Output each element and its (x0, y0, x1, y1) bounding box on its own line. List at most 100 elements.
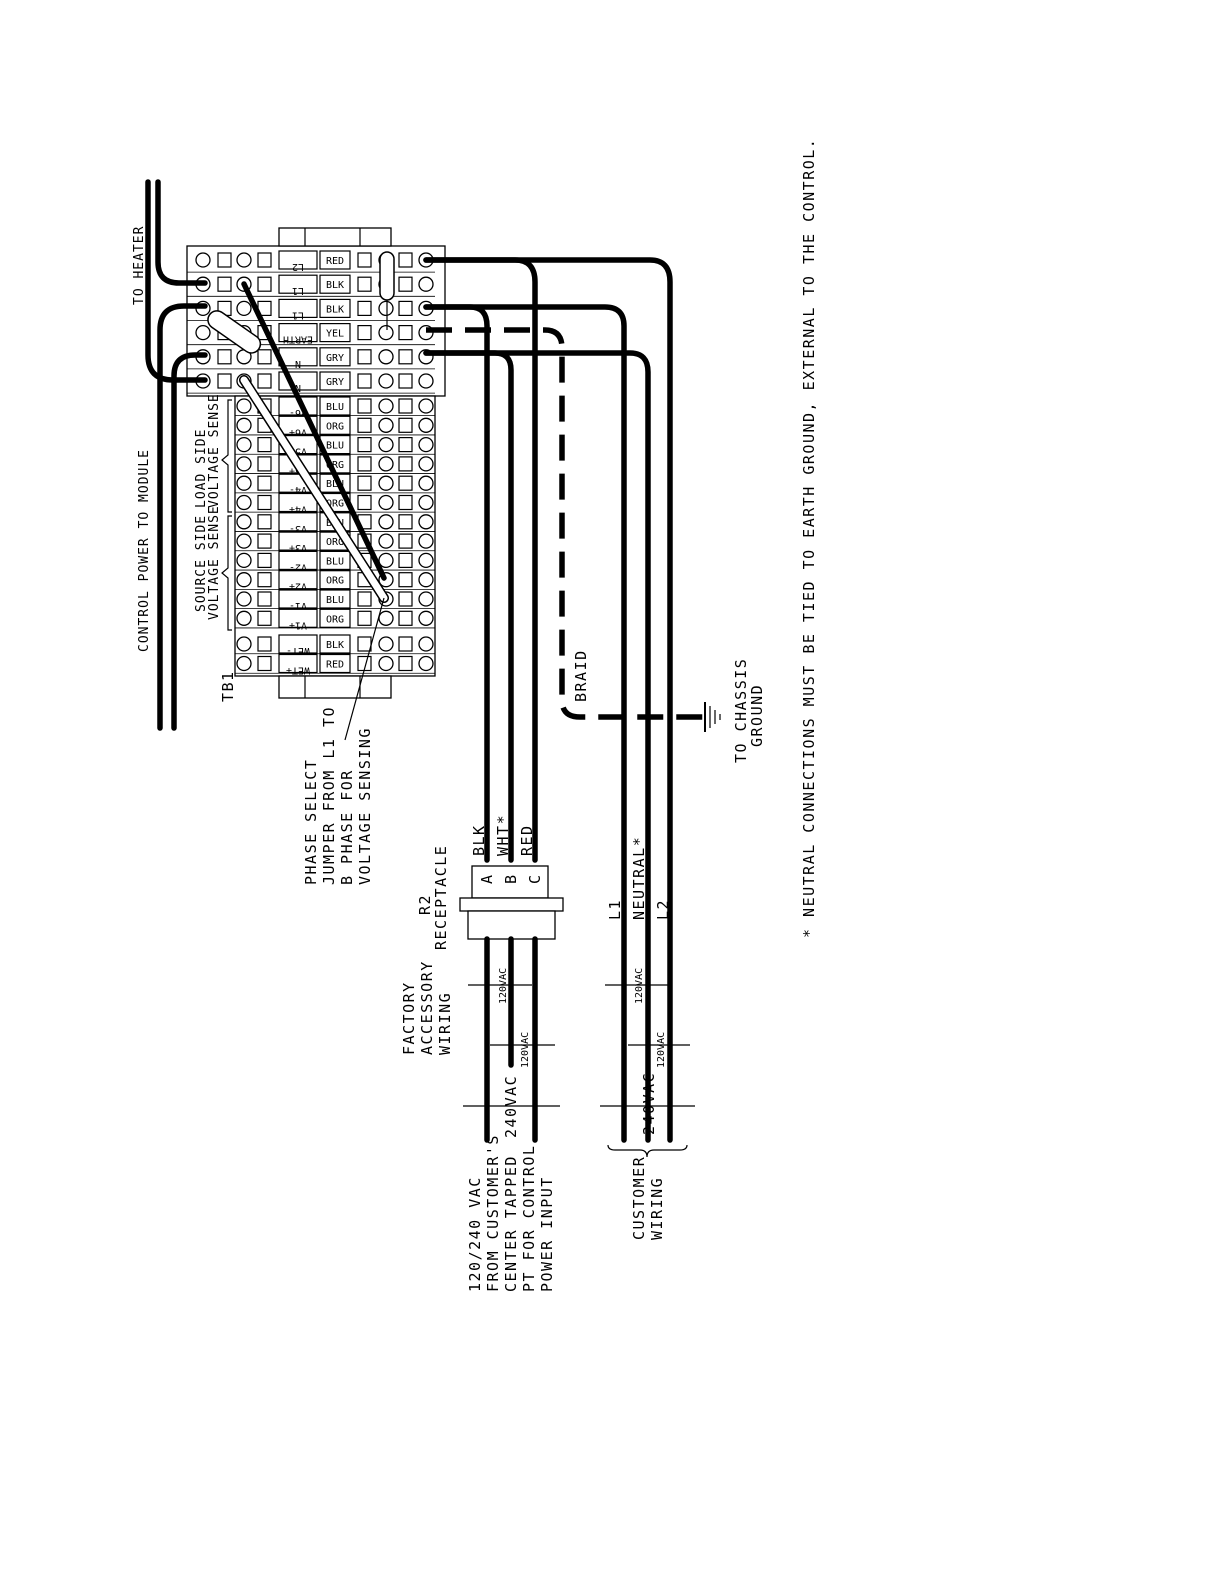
svg-text:JUMPER FROM L1 TO: JUMPER FROM L1 TO (320, 706, 338, 885)
clamp-icon (398, 475, 413, 491)
terminal-name: N (295, 358, 301, 369)
svg-text:WHT*: WHT* (494, 814, 512, 856)
clamp-icon (398, 533, 413, 549)
svg-text:RECEPTACLE: RECEPTACLE (432, 845, 450, 950)
clamp-icon (357, 349, 372, 365)
terminal-color: ORG (326, 421, 344, 432)
screw-icon (418, 276, 434, 292)
customer-lines-labels: L1 NEUTRAL* L2 (606, 836, 672, 920)
terminal-color: BLU (326, 402, 344, 413)
clamp-icon (398, 252, 413, 268)
clamp-icon (257, 373, 272, 389)
screw-icon (418, 436, 434, 453)
screw-icon (236, 436, 252, 453)
clamp-icon (217, 252, 232, 268)
terminal-name: L2 (292, 261, 304, 272)
screw-icon (236, 636, 252, 652)
clamp-icon (357, 300, 372, 316)
clamp-icon (398, 655, 413, 672)
svg-text:240VAC: 240VAC (640, 1072, 658, 1135)
screw-icon (418, 636, 434, 652)
screw-icon (236, 456, 252, 472)
screw-icon (378, 475, 394, 491)
screw-icon (236, 475, 252, 491)
screw-icon (378, 456, 394, 472)
source-side-label-2: VOLTAGE SENSE (207, 505, 222, 620)
clamp-icon (257, 533, 272, 549)
svg-text:WIRING: WIRING (436, 992, 454, 1055)
sense-braces (221, 399, 232, 631)
terminal-name: WET+ (286, 665, 310, 676)
screw-icon (378, 552, 394, 569)
screw-icon (236, 252, 252, 268)
braid-label: BRAID (572, 649, 590, 702)
screw-icon (195, 252, 211, 268)
factory-wiring-label: FACTORY ACCESSORY WIRING (400, 960, 454, 1055)
screw-icon (378, 610, 394, 626)
terminal-name: L1 (292, 309, 304, 320)
svg-text:120VAC: 120VAC (520, 1032, 531, 1068)
screw-icon (418, 398, 434, 414)
screw-icon (378, 494, 394, 511)
clamp-icon (398, 591, 413, 607)
screw-icon (236, 655, 252, 672)
load-side-label: LOAD SIDE (194, 429, 209, 508)
clamp-icon (398, 456, 413, 472)
customer-wiring-label: CUSTOMER WIRING (630, 1156, 666, 1240)
clamp-icon (257, 276, 272, 292)
svg-text:A: A (478, 873, 496, 884)
terminal-name: L1 (292, 285, 304, 296)
screw-icon (236, 591, 252, 607)
svg-text:ACCESSORY: ACCESSORY (418, 960, 436, 1055)
clamp-icon (257, 437, 272, 453)
terminal-color: ORG (326, 576, 344, 587)
clamp-icon (398, 494, 413, 511)
clamp-icon (257, 494, 272, 511)
clamp-icon (398, 325, 413, 341)
terminal-name: WET- (286, 645, 310, 656)
clamp-icon (357, 417, 372, 433)
neutral-note: * NEUTRAL CONNECTIONS MUST BE TIED TO EA… (800, 138, 818, 938)
terminal-name: V6- (289, 407, 307, 418)
svg-text:PT FOR CONTROL: PT FOR CONTROL (520, 1145, 538, 1292)
clamp-icon (357, 475, 372, 491)
terminal-color: GRY (326, 377, 344, 388)
terminal-color: BLU (326, 595, 344, 606)
clamp-icon (398, 572, 413, 588)
clamp-icon (257, 610, 272, 626)
phase-select-jumper (239, 281, 389, 741)
clamp-icon (398, 437, 413, 453)
customer-wires (379, 251, 705, 1143)
terminal-name: V4- (289, 484, 307, 495)
screw-icon (378, 373, 394, 389)
terminal-color: BLK (326, 280, 344, 291)
svg-text:NEUTRAL*: NEUTRAL* (630, 836, 648, 920)
clamp-icon (357, 636, 372, 652)
screw-icon (378, 436, 394, 453)
terminal-name: V2+ (289, 581, 307, 592)
clamp-icon (357, 456, 372, 472)
svg-text:120VAC: 120VAC (498, 968, 509, 1004)
clamp-icon (357, 252, 372, 268)
svg-text:TO CHASSIS: TO CHASSIS (732, 658, 750, 763)
clamp-icon (257, 552, 272, 569)
svg-text:FROM CUSTOMER'S: FROM CUSTOMER'S (484, 1134, 502, 1292)
clamp-icon (257, 349, 272, 365)
svg-text:L1: L1 (606, 899, 624, 920)
voltage-labels: 120VAC 120VAC 240VAC 120VAC 120VAC 240VA… (498, 968, 667, 1138)
terminal-color: ORG (326, 499, 344, 510)
svg-text:PHASE SELECT: PHASE SELECT (302, 759, 320, 885)
screw-icon (418, 456, 434, 472)
clamp-icon (398, 552, 413, 569)
terminal-color: RED (326, 256, 344, 267)
clamp-icon (257, 572, 272, 588)
terminal-name: V3- (289, 523, 307, 534)
svg-text:120/240 VAC: 120/240 VAC (466, 1176, 484, 1292)
clamp-icon (357, 325, 372, 341)
sense-terminal-row: V4+ORG (235, 492, 435, 515)
terminal-color: ORG (326, 460, 344, 471)
terminal-color: RED (326, 660, 344, 671)
